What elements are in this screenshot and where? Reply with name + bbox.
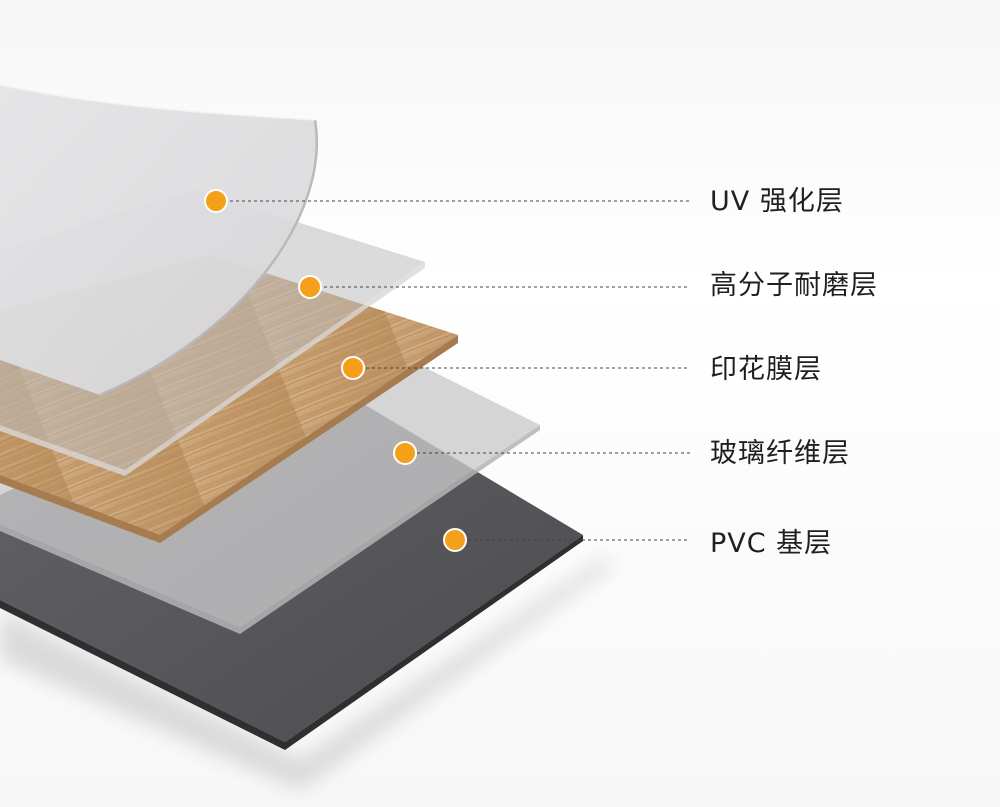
- uv-layer-curl-edge: [99, 119, 318, 397]
- marker-pvc: [443, 528, 467, 552]
- label-wear-layer: 高分子耐磨层: [710, 270, 878, 301]
- label-pvc-base-layer: PVC 基层: [710, 528, 833, 559]
- base-shadow: [0, 560, 620, 790]
- marker-uv: [204, 189, 228, 213]
- label-uv-layer: UV 强化层: [710, 186, 844, 217]
- label-printed-film-layer: 印花膜层: [710, 354, 822, 385]
- marker-print: [341, 356, 365, 380]
- uv-layer-top-edge: [0, 84, 316, 121]
- marker-glass: [393, 441, 417, 465]
- uv-layer: [0, 85, 317, 395]
- marker-wear: [298, 275, 322, 299]
- label-glass-fiber-layer: 玻璃纤维层: [710, 438, 850, 469]
